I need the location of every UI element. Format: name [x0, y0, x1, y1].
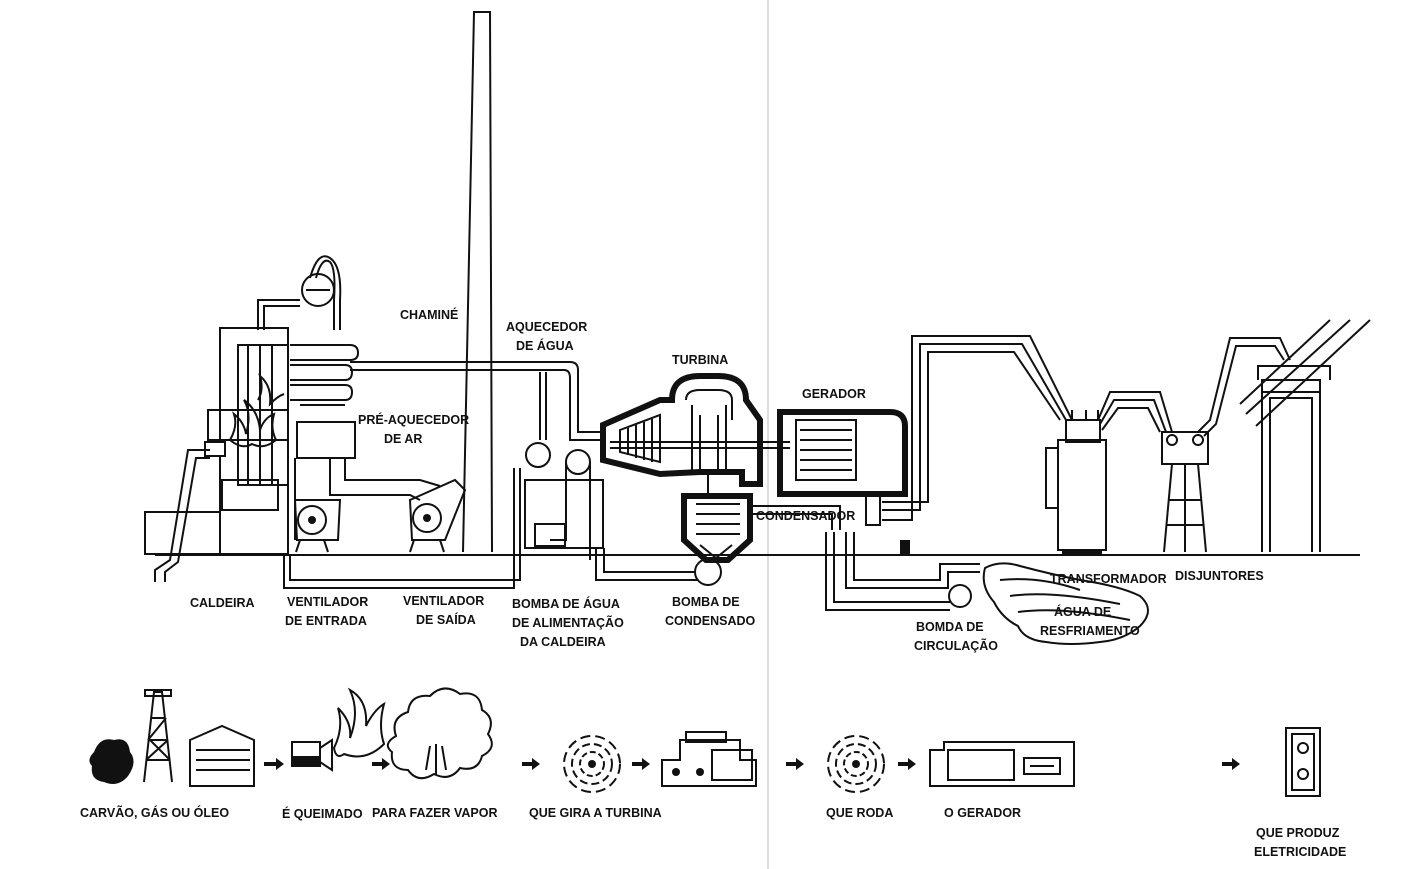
label-breakers: DISJUNTORES [1175, 569, 1264, 583]
transmission-cables [882, 335, 1073, 521]
superheater-coils [257, 255, 360, 406]
generator-icon [777, 409, 910, 554]
label-boiler: CALDEIRA [190, 596, 255, 610]
arrow-icon [372, 758, 390, 770]
transmission-tower-icon [1239, 319, 1371, 552]
arrow-icon [522, 758, 540, 770]
step-label-rotates: QUE RODA [826, 806, 893, 820]
step-label-steam: PARA FAZER VAPOR [372, 806, 497, 820]
label-condenser: CONDENSADOR [756, 509, 855, 523]
turbine-icon [563, 735, 621, 793]
label-transformer: TRANSFORMADOR [1050, 572, 1167, 586]
arrow-icon [786, 758, 804, 770]
label-circulation-pump-2: CIRCULAÇÃO [914, 638, 998, 653]
intake-fan-icon [293, 499, 342, 553]
label-chimney: CHAMINÉ [400, 307, 458, 322]
label-exhaust-fan-2: DE SAÍDA [416, 612, 476, 627]
transformer-icon [1045, 391, 1173, 555]
step-label-electricity-1: QUE PRODUZ [1256, 826, 1340, 840]
condenser-icon [681, 493, 841, 563]
arrow-icon [632, 758, 650, 770]
label-exhaust-fan-1: VENTILADOR [403, 594, 484, 608]
step-label-fuel: CARVÃO, GÁS OU ÓLEO [80, 805, 229, 820]
step-label-electricity-2: ELETRICIDADE [1254, 845, 1346, 859]
breakers-icon [1161, 337, 1291, 553]
rotor-icon [827, 735, 885, 793]
label-generator: GERADOR [802, 387, 866, 401]
label-feed-pump-2: DE ALIMENTAÇÃO [512, 615, 624, 630]
chimney-icon [462, 11, 493, 553]
label-water-heater-1: AQUECEDOR [506, 320, 587, 334]
label-feed-pump-1: BOMBA DE ÁGUA [512, 596, 620, 611]
arrow-icon [1222, 758, 1240, 770]
label-condensate-pump-2: CONDENSADO [665, 614, 756, 628]
label-air-preheater-2: DE AR [384, 432, 422, 446]
cooling-water-icon [982, 562, 1149, 645]
turbine-icon [600, 373, 790, 496]
turbine-machine-icon [661, 731, 757, 787]
exhaust-fan-icon [408, 478, 467, 553]
label-air-preheater-1: PRÉ-AQUECEDOR [358, 412, 469, 427]
arrow-icon [264, 758, 284, 770]
label-turbine: TURBINA [672, 353, 728, 367]
step-label-burned: É QUEIMADO [282, 806, 363, 821]
process-strip: CARVÃO, GÁS OU ÓLEO É QUEIMADO PARA FAZE… [80, 687, 1346, 859]
power-outlet-icon [1285, 727, 1321, 797]
label-intake-fan-1: VENTILADOR [287, 595, 368, 609]
generator-icon [929, 741, 1075, 787]
burner-flame-icon [291, 687, 386, 772]
plant-labels: CHAMINÉ AQUECEDOR DE ÁGUA TURBINA GERADO… [190, 307, 1264, 653]
label-cooling-water-1: ÁGUA DE [1054, 604, 1111, 619]
label-circulation-pump-1: BOMDA DE [916, 620, 984, 634]
label-intake-fan-2: DE ENTRADA [285, 614, 367, 628]
step-label-turbine: QUE GIRA A TURBINA [529, 806, 662, 820]
air-preheater-box [296, 421, 356, 459]
label-cooling-water-2: RESFRIAMENTO [1040, 624, 1140, 638]
boiler-flame-icon [228, 399, 278, 448]
step-label-generator: O GERADOR [944, 806, 1021, 820]
boiler-feed-pump-icon [525, 442, 591, 560]
label-feed-pump-3: DA CALDEIRA [520, 635, 606, 649]
steam-cloud-icon [386, 687, 493, 780]
circulation-pump-icon [948, 584, 972, 608]
label-condensate-pump-1: BOMBA DE [672, 595, 740, 609]
arrow-icon [898, 758, 916, 770]
label-water-heater-2: DE ÁGUA [516, 338, 574, 353]
fuel-sources-icon [89, 689, 255, 787]
